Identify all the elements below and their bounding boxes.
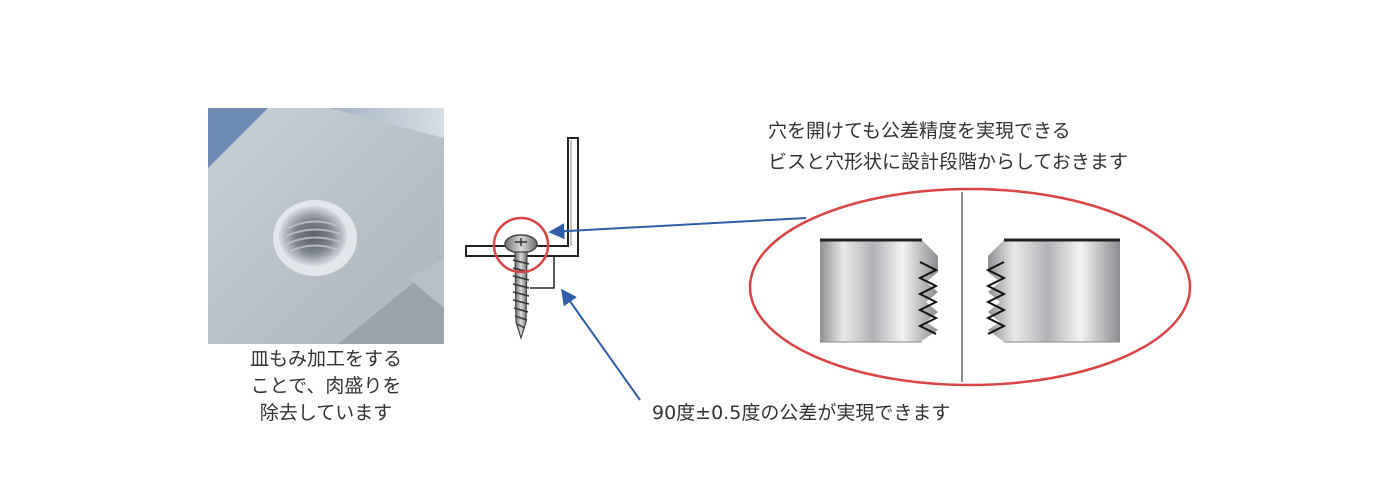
countersunk-hole-photo xyxy=(208,108,444,344)
callout-arrow-top xyxy=(548,217,807,240)
enlarged-thread-view xyxy=(820,192,1120,382)
highlight-circle-small xyxy=(492,216,550,274)
caption-line: 皿もみ加工をする xyxy=(249,348,402,370)
angle-tolerance-note: 90度±0.5度の公差が実現できます xyxy=(652,402,951,424)
angle-bracket xyxy=(465,137,579,257)
caption-line: 除去しています xyxy=(259,402,393,424)
caption-line: ことで、肉盛りを xyxy=(250,375,402,397)
photo-caption: 皿もみ加工をする ことで、肉盛りを 除去しています xyxy=(208,346,444,427)
right-angle-box xyxy=(530,255,555,289)
tolerance-note: 穴を開けても公差精度を実現できる ビスと穴形状に設計段階からしておきます xyxy=(768,116,1128,178)
callout-arrow-bottom xyxy=(561,288,641,401)
tolerance-note-line: 穴を開けても公差精度を実現できる xyxy=(768,120,1071,142)
tolerance-note-line: ビスと穴形状に設計段階からしておきます xyxy=(768,151,1128,173)
highlight-circle-large xyxy=(748,187,1192,387)
screw-icon xyxy=(504,234,538,341)
